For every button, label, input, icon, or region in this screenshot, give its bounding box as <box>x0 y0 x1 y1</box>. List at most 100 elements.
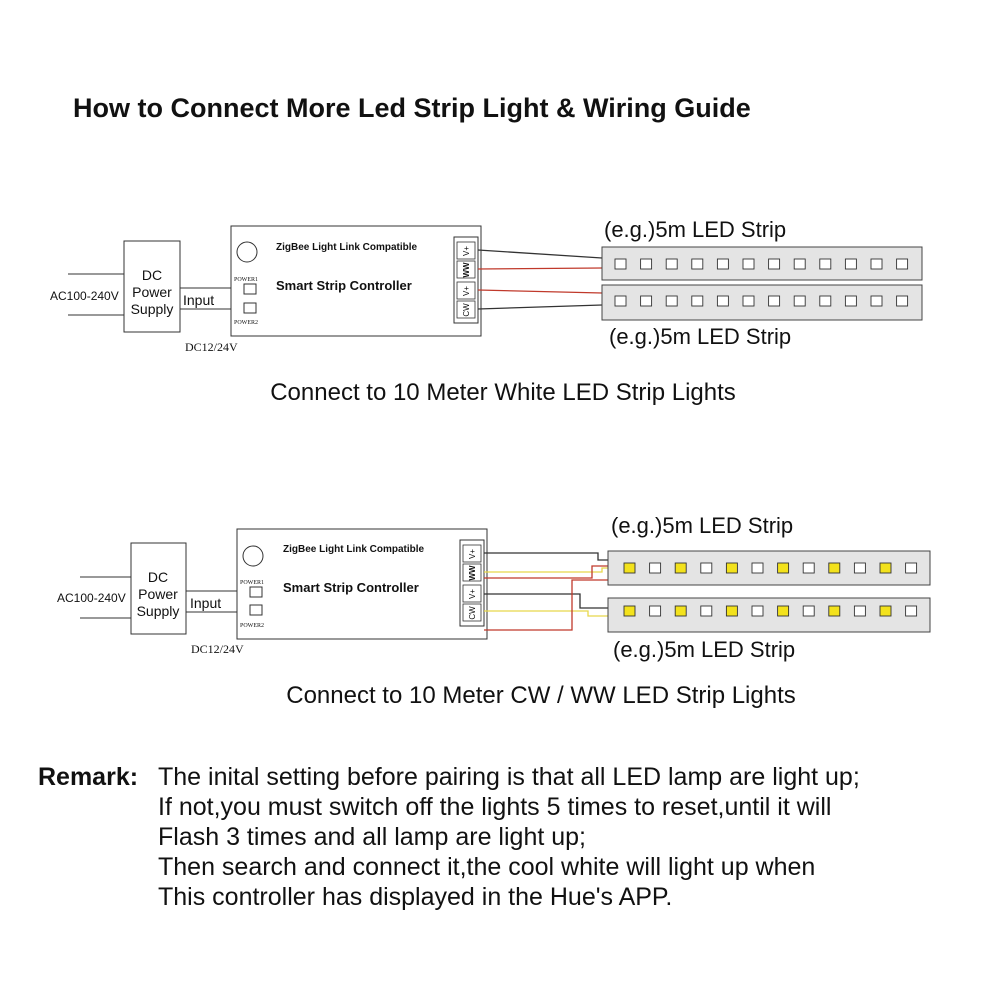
controller-compat-label: ZigBee Light Link Compatible <box>276 242 418 253</box>
led-chip-cool <box>691 295 704 307</box>
led-strip-bottom <box>601 284 923 321</box>
strip-top-label: (e.g.)5m LED Strip <box>604 217 786 242</box>
led-chip-warm <box>623 562 636 574</box>
wire-cw-1 <box>477 304 603 310</box>
terminal-label-4: CW <box>468 606 477 620</box>
led-chip-warm <box>674 605 687 617</box>
controller-name: Smart Strip Controller <box>276 278 412 293</box>
led-chip-cool <box>700 562 713 574</box>
led-chip-cool <box>853 605 866 617</box>
led-chip-cool <box>768 295 781 307</box>
power-supply-label-1: DC <box>148 569 168 585</box>
diagram-caption: Connect to 10 Meter CW / WW LED Strip Li… <box>286 682 796 709</box>
diagram-caption: Connect to 10 Meter White LED Strip Ligh… <box>270 379 736 406</box>
led-chip-cool <box>742 295 755 307</box>
led-chip-cool <box>793 295 806 307</box>
terminal-1 <box>462 544 482 563</box>
led-row-bottom <box>623 605 918 617</box>
led-chip-cool <box>640 295 653 307</box>
power2-label: POWER2 <box>234 320 258 326</box>
led-chip-cool <box>649 562 662 574</box>
power-supply-label-3: Supply <box>131 301 174 317</box>
led-chip-cool <box>751 605 764 617</box>
wire-cw-1 <box>484 565 608 579</box>
terminal-label-1: V+ <box>462 246 471 256</box>
input-label: Input <box>183 292 214 308</box>
led-chip-warm <box>879 562 892 574</box>
terminal-label-1: V+ <box>468 549 477 559</box>
strip-bottom-label: (e.g.)5m LED Strip <box>613 637 795 662</box>
power2-port <box>243 302 257 314</box>
led-chip-cool <box>614 295 627 307</box>
diagram-cw-ww-strip: AC100-240V DC Power Supply Input DC12/24… <box>57 513 931 709</box>
terminal-label-2: WW <box>462 262 471 278</box>
remark-line: Then search and connect it,the cool whit… <box>158 853 816 881</box>
power1-port <box>249 586 263 598</box>
ac-voltage-label: AC100-240V <box>50 289 119 303</box>
wire-ww-1 <box>484 567 608 573</box>
controller-box <box>230 225 482 337</box>
wire-vplus-2 <box>484 593 608 609</box>
strip-top-label: (e.g.)5m LED Strip <box>611 513 793 538</box>
led-row-bottom <box>614 295 909 307</box>
led-row-top <box>623 562 918 574</box>
wire-ww-1 <box>477 267 603 270</box>
led-chip-warm <box>623 605 636 617</box>
led-chip-cool <box>716 258 729 270</box>
terminal-label-4: CW <box>462 303 471 317</box>
led-strip-top <box>607 550 931 586</box>
led-chip-cool <box>896 295 909 307</box>
input-label: Input <box>190 595 221 611</box>
led-chip-cool <box>819 258 832 270</box>
strip-bottom-label: (e.g.)5m LED Strip <box>609 324 791 349</box>
controller-compat-label: ZigBee Light Link Compatible <box>283 544 425 555</box>
wire-ww-2 <box>484 610 608 617</box>
power1-label: POWER1 <box>234 277 258 283</box>
power-supply-label-2: Power <box>132 284 172 300</box>
wire-vplus-2 <box>477 289 603 294</box>
terminal-1 <box>456 241 476 260</box>
remark-line: The inital setting before pairing is tha… <box>158 763 860 791</box>
power-supply-label-3: Supply <box>137 603 180 619</box>
led-chip-cool <box>896 258 909 270</box>
led-chip-warm <box>674 562 687 574</box>
led-strip-top <box>601 246 923 281</box>
led-chip-cool <box>844 295 857 307</box>
ac-voltage-label: AC100-240V <box>57 591 126 605</box>
led-chip-cool <box>665 258 678 270</box>
led-chip-cool <box>640 258 653 270</box>
led-chip-warm <box>828 605 841 617</box>
controller-button <box>242 545 264 567</box>
power-supply-label-1: DC <box>142 267 162 283</box>
power1-label: POWER1 <box>240 580 264 586</box>
terminal-label-2: WW <box>468 565 477 581</box>
remark-line: Flash 3 times and all lamp are light up; <box>158 823 586 851</box>
led-chip-warm <box>777 562 790 574</box>
led-chip-warm <box>725 605 738 617</box>
terminal-2 <box>456 260 476 279</box>
terminal-4 <box>456 300 476 319</box>
led-chip-cool <box>844 258 857 270</box>
led-chip-cool <box>870 258 883 270</box>
wire-vplus-1 <box>477 249 603 259</box>
power-supply-label-2: Power <box>138 586 178 602</box>
led-chip-cool <box>649 605 662 617</box>
wire-vplus-1 <box>484 552 608 561</box>
wiring-diagram: How to Connect More Led Strip Light & Wi… <box>50 93 931 709</box>
led-chip-cool <box>802 562 815 574</box>
terminal-4 <box>462 603 482 622</box>
led-chip-cool <box>716 295 729 307</box>
led-chip-cool <box>691 258 704 270</box>
terminal-label-3: V+ <box>462 286 471 296</box>
terminal-3 <box>462 584 482 603</box>
remark-label: Remark: <box>38 763 139 791</box>
wire-cw-2 <box>484 579 608 631</box>
led-chip-warm <box>777 605 790 617</box>
led-chip-warm <box>879 605 892 617</box>
led-chip-cool <box>905 562 918 574</box>
led-chip-cool <box>905 605 918 617</box>
led-chip-cool <box>802 605 815 617</box>
led-chip-cool <box>751 562 764 574</box>
led-chip-cool <box>853 562 866 574</box>
led-chip-cool <box>742 258 755 270</box>
